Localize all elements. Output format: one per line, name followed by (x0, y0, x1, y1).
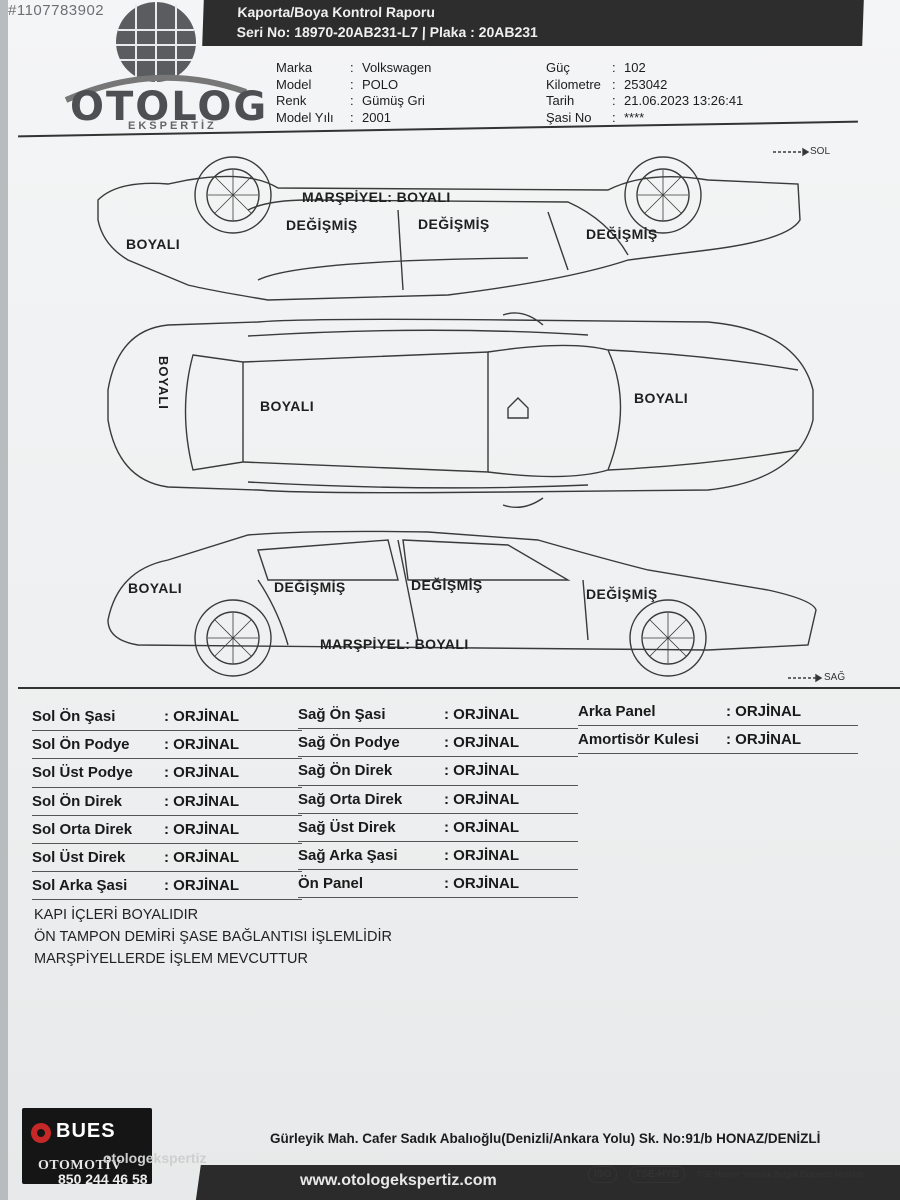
trunk-status: BOYALI (156, 356, 171, 410)
left-direction-label: SOL (810, 146, 831, 157)
model-value: POLO (362, 76, 399, 92)
color-label: Renk (276, 93, 307, 108)
table-row: Sağ Orta Direk: ORJİNAL (298, 786, 578, 814)
logo-subtitle: EKSPERTİZ (128, 120, 217, 132)
logo-wordmark: OTOLOG (70, 84, 269, 130)
inspection-notes: KAPI İÇLERİ BOYALIDIR ÖN TAMPON DEMİRİ Ş… (34, 904, 392, 970)
table-row: Sağ Arka Şasi: ORJİNAL (298, 842, 578, 871)
table-row: Sol Üst Podye: ORJİNAL (32, 759, 302, 788)
right-front-door-status: DEĞİŞMİŞ (411, 577, 483, 593)
table-row: Sağ Ön Şasi: ORJİNAL (298, 701, 578, 730)
serial-plate-line: Seri No: 18970-20AB231-L7 | Plaka : 20AB… (236, 24, 539, 40)
right-direction-label: SAĞ (824, 672, 846, 683)
iso-badge: ISO (588, 1166, 618, 1183)
model-year-value: 2001 (362, 109, 391, 125)
tse-certificate-text: TSE Hizmet Yeterlilik Belgeli Ekspertiz … (697, 1170, 863, 1179)
note-line: KAPI İÇLERİ BOYALIDIR (34, 907, 199, 923)
right-rear-fender-status: BOYALI (128, 580, 183, 596)
note-line: ÖN TAMPON DEMİRİ ŞASE BAĞLANTISI İŞLEMLİ… (34, 929, 393, 945)
mileage-label: Kilometre (546, 76, 601, 92)
chassis-value: **** (624, 109, 645, 125)
left-rear-door-status: DEĞİŞMİŞ (418, 216, 490, 232)
footer-address: Gürleyik Mah. Cafer Sadık Abalıoğlu(Deni… (270, 1131, 821, 1146)
report-title: Kaporta/Boya Kontrol Raporu (237, 4, 436, 20)
table-row: Ön Panel: ORJİNAL (298, 870, 578, 899)
left-front-fender-status: BOYALI (126, 236, 181, 252)
listing-id-watermark: #1107783902 (8, 2, 105, 19)
right-marspiyel-status: MARŞPİYEL: BOYALI (320, 636, 469, 652)
table-row: Arka Panel: ORJİNAL (578, 698, 858, 727)
report-paper: #1107783902 OTOLOG EKSPERTİZ Kaporta/Boy… (8, 0, 900, 1200)
power-value: 102 (624, 60, 646, 75)
hood-status: BOYALI (634, 390, 689, 406)
footer-phone: 850 244 46 58 (58, 1171, 148, 1187)
table-row: Sol Üst Direk: ORJİNAL (32, 844, 302, 873)
chassis-label: Şasi No (546, 109, 592, 125)
car-diagram (18, 147, 900, 689)
tse-badge: TSE-HYB (629, 1166, 686, 1183)
right-rear-door-status: DEĞİŞMİŞ (274, 579, 346, 595)
footer-website[interactable]: www.otologekspertiz.com (300, 1172, 497, 1189)
table-row: Sol Ön Direk: ORJİNAL (32, 788, 302, 816)
brand-label: Marka (276, 60, 313, 75)
table-row: Sağ Ön Podye: ORJİNAL (298, 729, 578, 758)
certifications: ISO TSE-HYB TSE Hizmet Yeterlilik Belgel… (588, 1166, 863, 1183)
date-label: Tarih (546, 93, 575, 108)
right-front-fender-status: DEĞİŞMİŞ (586, 586, 658, 602)
dealer-name: BUES (56, 1120, 116, 1142)
left-marspiyel-status: MARŞPİYEL: BOYALI (302, 189, 451, 205)
top-view-car-outline (107, 312, 814, 508)
date-value: 21.06.2023 13:26:41 (624, 93, 744, 108)
structure-table-left: Sol Ön Şasi: ORJİNAL Sol Ön Podye: ORJİN… (32, 703, 302, 901)
model-year-label: Model Yılı (276, 109, 334, 125)
dealer-subtitle: OTOMOTİV (38, 1158, 122, 1173)
model-label: Model (276, 76, 312, 92)
globe-logo-icon (64, 2, 248, 103)
note-line: MARŞPİYELLERDE İŞLEM MEVCUTTUR (34, 951, 308, 967)
structure-table-right: Arka Panel: ORJİNAL Amortisör Kulesi: OR… (578, 698, 858, 755)
vehicle-info-right: Güç:102 Kilometre:253042 Tarih:21.06.202… (546, 60, 744, 125)
footer-brand: otologekspertiz (103, 1150, 207, 1166)
report-title-bar: Kaporta/Boya Kontrol Raporu Seri No: 189… (202, 0, 864, 46)
left-side-car-outline (97, 156, 801, 301)
otolog-logo: OTOLOG EKSPERTİZ (36, 0, 266, 135)
structure-table-middle: Sağ Ön Şasi: ORJİNAL Sağ Ön Podye: ORJİN… (298, 701, 578, 899)
left-front-door-status: DEĞİŞMİŞ (286, 217, 358, 233)
dealer-logo: BUES OTOMOTİV (22, 1108, 152, 1184)
gear-icon (31, 1123, 51, 1143)
table-row: Sol Ön Şasi: ORJİNAL (32, 703, 302, 732)
roof-status: BOYALI (260, 398, 315, 414)
table-row: Sol Arka Şasi: ORJİNAL (32, 872, 302, 901)
vehicle-info-left: Marka:Volkswagen Model:POLO Renk:Gümüş G… (276, 60, 432, 125)
table-row: Sağ Üst Direk: ORJİNAL (298, 814, 578, 842)
power-label: Güç (546, 60, 570, 75)
table-row: Sağ Ön Direk: ORJİNAL (298, 757, 578, 786)
table-row: Sol Orta Direk: ORJİNAL (32, 816, 302, 844)
table-row: Amortisör Kulesi: ORJİNAL (578, 726, 858, 755)
brand-value: Volkswagen (362, 60, 432, 75)
right-side-car-outline (107, 530, 817, 677)
color-value: Gümüş Gri (362, 93, 425, 108)
left-rear-fender-status: DEĞİŞMİŞ (586, 226, 658, 242)
table-row: Sol Ön Podye: ORJİNAL (32, 731, 302, 760)
mileage-value: 253042 (624, 76, 668, 92)
